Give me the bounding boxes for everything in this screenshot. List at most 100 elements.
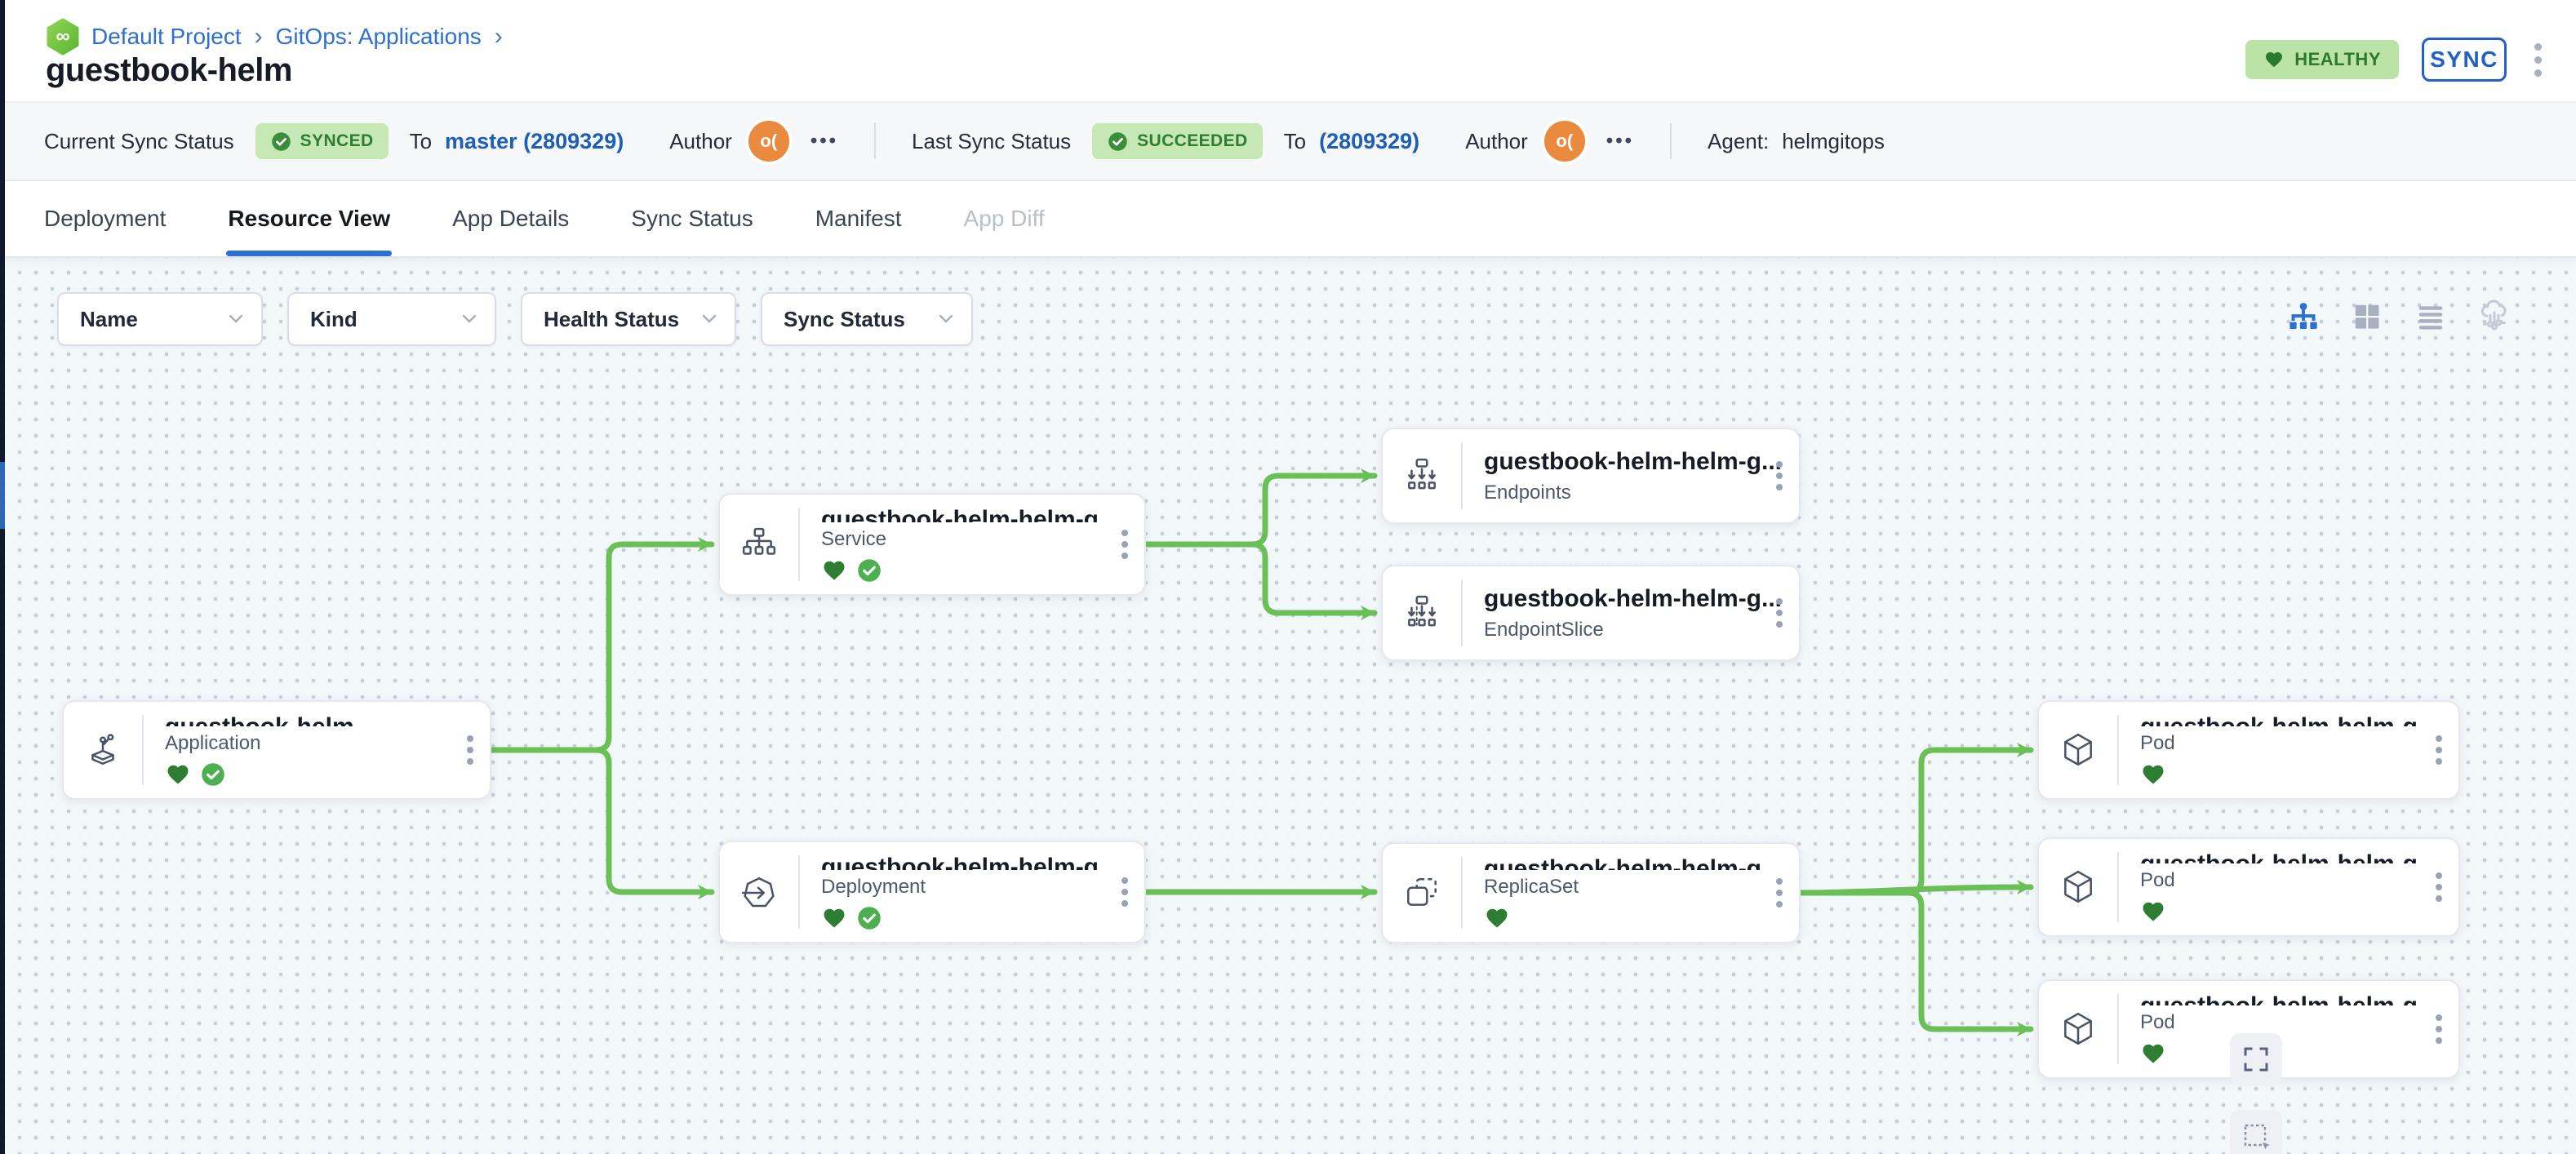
divider — [2117, 715, 2119, 785]
synced-check-icon — [858, 907, 881, 930]
resource-node-pod-1[interactable]: guestbook-helm-helm-g... Pod — [2037, 700, 2460, 800]
filter-kind-dropdown[interactable]: Kind — [287, 292, 496, 346]
replicaset-icon — [1383, 844, 1461, 942]
last-sync-status-label: Last Sync Status — [912, 128, 1072, 153]
node-kebab-menu-icon[interactable] — [462, 730, 478, 770]
divider — [798, 508, 800, 581]
breadcrumb: ∞ Default Project › GitOps: Applications… — [46, 18, 504, 55]
node-kebab-menu-icon[interactable] — [1117, 525, 1133, 564]
node-kebab-menu-icon[interactable] — [2431, 868, 2447, 907]
tab-sync-status[interactable]: Sync Status — [631, 206, 753, 231]
codefresh-logo-icon: ∞ — [47, 18, 79, 55]
tab-app-diff[interactable]: App Diff — [963, 206, 1045, 231]
divider — [1461, 857, 1463, 929]
chevron-down-icon — [229, 314, 243, 323]
list-view-icon[interactable] — [2414, 300, 2447, 333]
author-label: Author — [1465, 128, 1528, 153]
resource-node-application[interactable]: guestbook-helm Application — [62, 700, 491, 800]
tree-view-icon[interactable] — [2287, 300, 2320, 333]
view-toggles — [2287, 300, 2511, 333]
current-revision-link[interactable]: master (2809329) — [445, 128, 624, 153]
node-title: guestbook-helm-helm-g... — [2140, 992, 2458, 1005]
to-label: To — [1283, 128, 1307, 153]
chevron-down-icon — [702, 314, 717, 323]
page-header: ∞ Default Project › GitOps: Applications… — [5, 0, 2576, 101]
filter-row: Name Kind Health Status Sync Status — [57, 292, 973, 346]
divider — [798, 855, 800, 929]
synced-check-icon — [202, 763, 224, 786]
node-title: guestbook-helm-helm-g... — [1484, 855, 1783, 870]
page-title: guestbook-helm — [46, 52, 292, 88]
author-avatar[interactable]: o( — [748, 121, 789, 162]
to-label: To — [409, 128, 433, 153]
header-kebab-menu-icon[interactable] — [2529, 38, 2547, 82]
node-title: guestbook-helm — [165, 713, 490, 726]
healthy-heart-icon — [2143, 765, 2164, 784]
resource-node-endpoints[interactable]: guestbook-helm-helm-g... Endpoints — [1381, 428, 1801, 524]
filter-name-dropdown[interactable]: Name — [57, 292, 263, 346]
resource-node-replicaset[interactable]: guestbook-helm-helm-g... ReplicaSet — [1381, 842, 1801, 943]
node-status — [2140, 899, 2458, 924]
node-status — [1484, 906, 1799, 930]
node-status — [821, 906, 1144, 930]
commit-more-icon[interactable]: ••• — [810, 130, 839, 152]
select-area-button[interactable] — [2230, 1110, 2282, 1154]
node-kind: Pod — [2140, 1011, 2175, 1033]
last-revision-link[interactable]: (2809329) — [1319, 128, 1420, 153]
node-kebab-menu-icon[interactable] — [1771, 456, 1788, 495]
heart-icon — [2266, 52, 2283, 68]
resource-node-pod-2[interactable]: guestbook-helm-helm-g... Pod — [2037, 837, 2460, 937]
node-kebab-menu-icon[interactable] — [1771, 593, 1788, 632]
resource-node-service[interactable]: guestbook-helm-helm-g... Service — [718, 493, 1146, 596]
node-title: guestbook-helm-helm-g... — [821, 506, 1120, 522]
node-kebab-menu-icon[interactable] — [1771, 873, 1788, 912]
author-label: Author — [669, 128, 732, 153]
divider — [874, 123, 877, 159]
endpointslice-icon — [1383, 566, 1461, 659]
node-kind: Pod — [2140, 732, 2175, 754]
agent-label: Agent: — [1708, 128, 1770, 153]
filter-health-status-dropdown[interactable]: Health Status — [521, 292, 736, 346]
tab-resource-view[interactable]: Resource View — [226, 181, 392, 256]
filter-label: Sync Status — [784, 306, 905, 331]
header-actions: HEALTHY SYNC — [2245, 38, 2547, 82]
collapsed-sidebar-rail[interactable] — [0, 0, 5, 1154]
tab-app-details[interactable]: App Details — [452, 206, 570, 231]
resource-node-deployment[interactable]: guestbook-helm-helm-g... Deployment — [718, 841, 1146, 943]
health-status-badge: HEALTHY — [2245, 40, 2399, 79]
node-title: guestbook-helm-helm-g... — [2140, 713, 2458, 726]
synced-badge: SYNCED — [255, 123, 389, 159]
tab-deployment[interactable]: Deployment — [44, 206, 167, 231]
commit-more-icon[interactable]: ••• — [1606, 130, 1635, 152]
sync-button[interactable]: SYNC — [2422, 38, 2507, 82]
breadcrumb-section-link[interactable]: GitOps: Applications — [275, 24, 482, 49]
filter-sync-status-dropdown[interactable]: Sync Status — [761, 292, 973, 346]
service-icon — [720, 495, 798, 594]
node-status — [2140, 762, 2458, 787]
node-kebab-menu-icon[interactable] — [2431, 1010, 2447, 1049]
resource-node-endpointslice[interactable]: guestbook-helm-helm-g... EndpointSlice — [1381, 565, 1801, 661]
pod-icon — [2039, 839, 2117, 935]
breadcrumb-project-link[interactable]: Default Project — [91, 24, 242, 49]
chevron-right-icon: › — [494, 23, 503, 50]
agent-value: helmgitops — [1782, 128, 1885, 153]
node-kebab-menu-icon[interactable] — [1117, 872, 1133, 912]
svg-text:∞: ∞ — [56, 25, 69, 47]
filter-label: Name — [80, 306, 138, 331]
resource-tree-canvas[interactable]: Name Kind Health Status Sync Status — [5, 258, 2576, 1154]
author-avatar[interactable]: o( — [1543, 121, 1585, 162]
divider — [1461, 442, 1463, 509]
chevron-down-icon — [939, 314, 953, 323]
synced-check-icon — [858, 559, 881, 582]
node-kind: Application — [165, 732, 261, 754]
grid-view-icon[interactable] — [2351, 300, 2383, 333]
tab-manifest[interactable]: Manifest — [815, 206, 902, 231]
cluster-view-icon[interactable] — [2478, 300, 2511, 333]
node-status — [2140, 1041, 2458, 1066]
sidebar-rail-thumb[interactable] — [0, 462, 5, 529]
node-kebab-menu-icon[interactable] — [2431, 730, 2447, 770]
node-title: guestbook-helm-helm-g... — [821, 854, 1120, 870]
node-kind: ReplicaSet — [1484, 876, 1579, 898]
fit-to-screen-button[interactable] — [2230, 1033, 2282, 1085]
health-badge-label: HEALTHY — [2294, 49, 2381, 69]
